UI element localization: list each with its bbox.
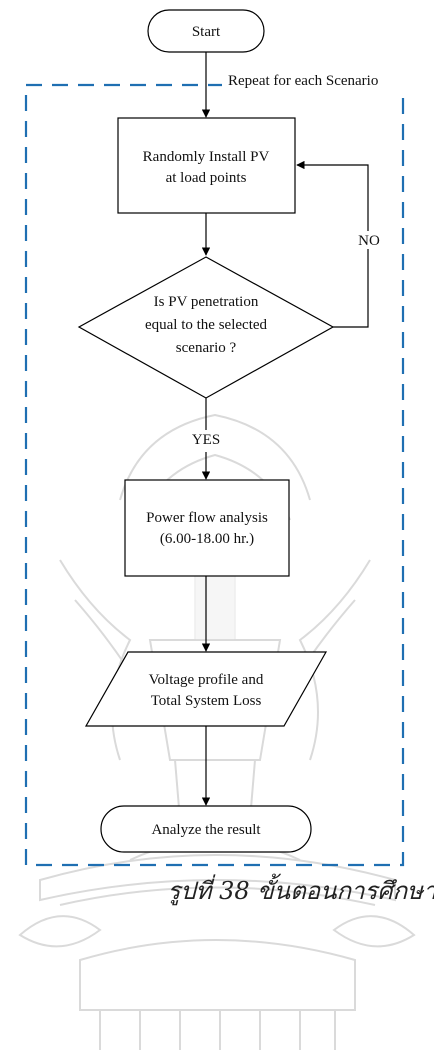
no-label: NO — [358, 233, 380, 249]
yes-label: YES — [192, 432, 220, 448]
decision-line-2: equal to the selected — [145, 317, 268, 333]
output-line-2: Total System Loss — [151, 693, 262, 709]
install-pv-process — [117, 117, 296, 214]
no-label-bg — [352, 231, 386, 249]
decision-line-1: Is PV penetration — [154, 294, 259, 310]
end-node — [100, 805, 312, 853]
loop-label: Repeat for each Scenario — [228, 73, 378, 89]
loop-label-bg — [222, 70, 432, 90]
power-flow-process — [124, 479, 290, 577]
figure-caption: รูปที่ 38 ขั้นตอนการศึกษา — [168, 873, 434, 906]
install-pv-line-2: at load points — [166, 170, 247, 186]
output-line-1: Voltage profile and — [149, 672, 264, 688]
end-label: Analyze the result — [151, 822, 261, 838]
start-label: Start — [192, 24, 221, 40]
output-data — [84, 651, 328, 727]
decision-line-3: scenario ? — [176, 340, 237, 356]
loop-boundary — [24, 83, 405, 867]
power-flow-line-2: (6.00-18.00 hr.) — [160, 531, 254, 547]
install-pv-line-1: Randomly Install PV — [143, 149, 270, 165]
power-flow-line-1: Power flow analysis — [146, 510, 268, 526]
